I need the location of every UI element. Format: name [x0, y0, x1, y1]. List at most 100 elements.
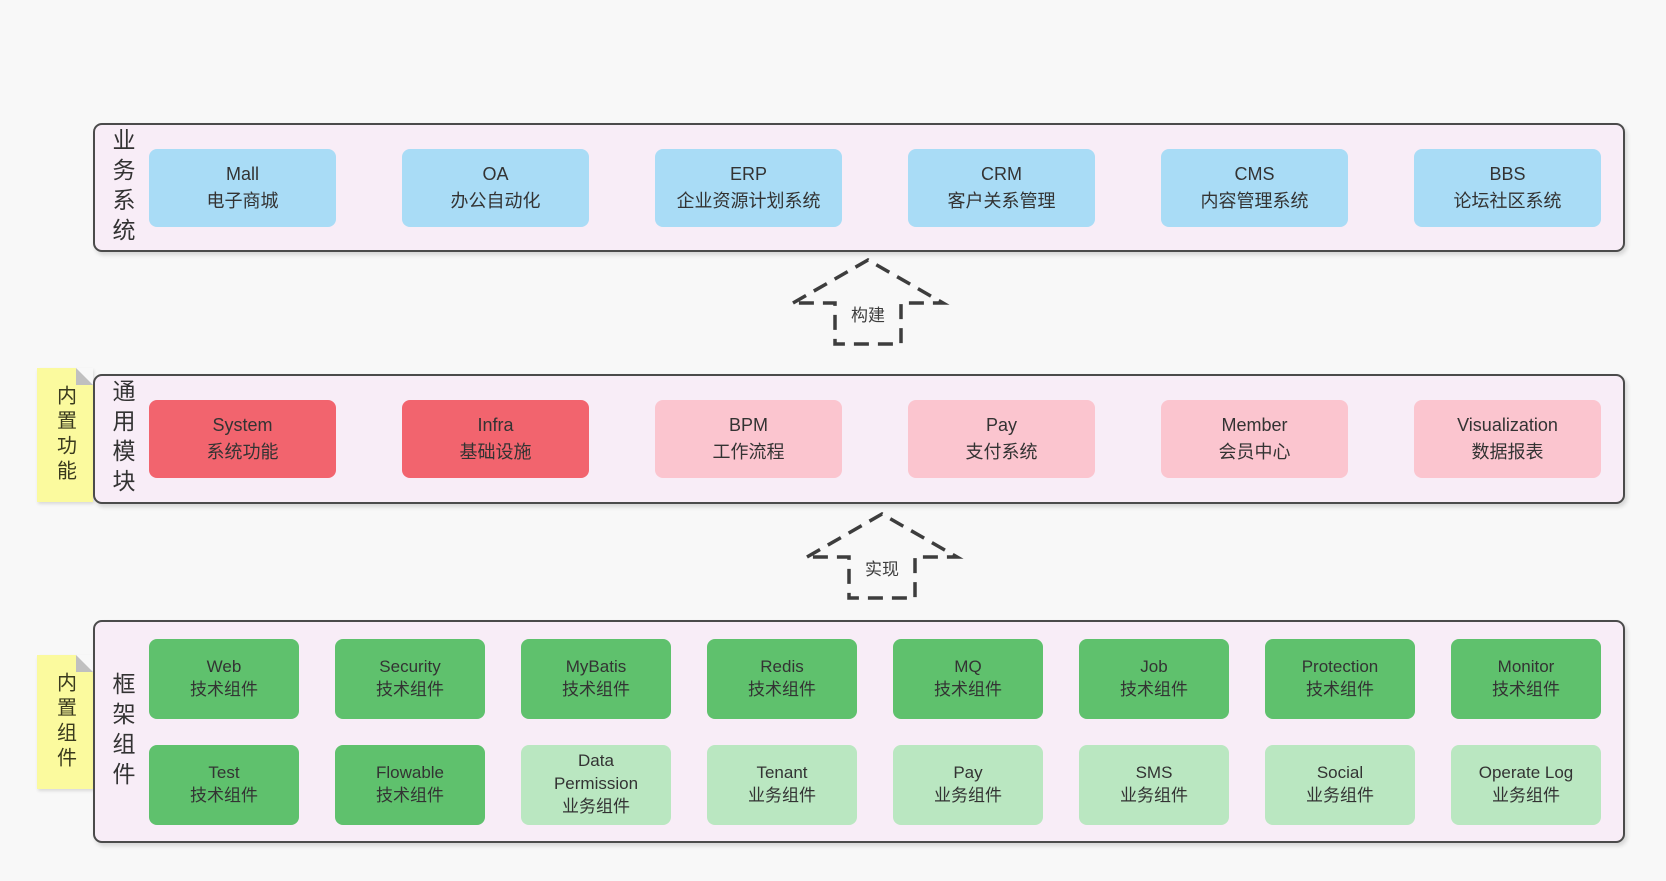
box-name: Flowable	[375, 762, 445, 782]
box-name: Tenant	[756, 762, 808, 782]
box-flowable: Flowable 技术组件	[335, 744, 485, 825]
box-name: ERP	[729, 163, 767, 184]
box-web: Web 技术组件	[149, 638, 299, 719]
box-test: Test 技术组件	[149, 744, 299, 825]
box-name: Test	[208, 762, 240, 782]
box-name: CMS	[1234, 163, 1275, 184]
sticky-note-builtin-components: 内置组件	[37, 655, 93, 789]
box-subtitle: 会员中心	[1218, 442, 1291, 462]
up-arrow-icon	[800, 511, 964, 600]
components-rows: Web 技术组件 Security 技术组件 MyBatis 技术组件 Redi…	[149, 622, 1623, 841]
box-monitor: Monitor 技术组件	[1451, 638, 1601, 719]
box-subtitle: 技术组件	[376, 785, 444, 805]
box-name: MyBatis	[565, 656, 627, 676]
box-system: System 系统功能	[149, 400, 336, 478]
box-subtitle: 业务组件	[1492, 785, 1560, 805]
box-visualization: Visualization 数据报表	[1414, 400, 1601, 478]
box-pay-component: Pay 业务组件	[893, 744, 1043, 825]
box-subtitle: 技术组件	[934, 679, 1002, 699]
box-name: Protection	[1301, 656, 1379, 676]
layer-business-systems: 业务系统 Mall 电子商城 OA 办公自动化 ERP 企业资源计划系统 CRM…	[93, 123, 1625, 252]
box-mall: Mall 电子商城	[149, 148, 336, 227]
box-subtitle: 技术组件	[748, 679, 816, 699]
box-data-permission: Data Permission 业务组件	[521, 744, 671, 825]
box-subtitle: 业务组件	[562, 796, 630, 816]
box-name: CRM	[981, 163, 1022, 184]
box-name: Mall	[225, 163, 259, 184]
box-name: OA	[482, 163, 509, 184]
modules-boxes-row: System 系统功能 Infra 基础设施 BPM 工作流程 Pay 支付系统…	[149, 376, 1623, 502]
box-subtitle: 企业资源计划系统	[676, 190, 821, 211]
box-job: Job 技术组件	[1079, 638, 1229, 719]
box-name: Security	[379, 656, 441, 676]
box-subtitle: 支付系统	[965, 442, 1038, 462]
box-redis: Redis 技术组件	[707, 638, 857, 719]
box-subtitle: 技术组件	[562, 679, 630, 699]
box-oa: OA 办公自动化	[402, 148, 589, 227]
box-cms: CMS 内容管理系统	[1161, 148, 1348, 227]
box-name: Web	[206, 656, 242, 676]
box-mybatis: MyBatis 技术组件	[521, 638, 671, 719]
box-bpm: BPM 工作流程	[655, 400, 842, 478]
box-subtitle: 基础设施	[459, 442, 532, 462]
components-row-2: Test 技术组件 Flowable 技术组件 Data Permission …	[149, 744, 1601, 825]
box-security: Security 技术组件	[335, 638, 485, 719]
box-name: SMS	[1135, 762, 1173, 782]
build-arrow: 构建	[783, 256, 953, 348]
box-subtitle: 内容管理系统	[1200, 190, 1309, 211]
box-name: Monitor	[1497, 656, 1555, 676]
layer-label-text: 框架组件	[109, 671, 135, 792]
box-subtitle: 技术组件	[1306, 679, 1374, 699]
box-subtitle: 业务组件	[1120, 785, 1188, 805]
box-name: Operate Log	[1478, 762, 1574, 782]
box-subtitle: 业务组件	[748, 785, 816, 805]
box-subtitle: 系统功能	[206, 442, 279, 462]
layer-framework-components: 框架组件 Web 技术组件 Security 技术组件 MyBatis 技术组件…	[93, 620, 1625, 843]
implement-arrow-label: 实现	[860, 554, 904, 581]
layer-business-label: 业务系统	[95, 125, 149, 250]
box-erp: ERP 企业资源计划系统	[655, 148, 842, 227]
box-subtitle: 技术组件	[190, 679, 258, 699]
box-mq: MQ 技术组件	[893, 638, 1043, 719]
box-crm: CRM 客户关系管理	[908, 148, 1095, 227]
box-subtitle: 办公自动化	[450, 190, 541, 211]
box-name: System	[212, 415, 273, 435]
sticky-note-text: 内置组件	[53, 672, 76, 772]
layer-common-modules: 通用模块 System 系统功能 Infra 基础设施 BPM 工作流程 Pay…	[93, 374, 1625, 504]
box-protection: Protection 技术组件	[1265, 638, 1415, 719]
box-name: Member	[1221, 415, 1288, 435]
box-name: Infra	[477, 415, 514, 435]
box-subtitle: 技术组件	[1492, 679, 1560, 699]
box-name: BPM	[728, 415, 768, 435]
box-name: Pay	[953, 762, 983, 782]
sticky-note-builtin-features: 内置功能	[37, 368, 93, 502]
box-infra: Infra 基础设施	[402, 400, 589, 478]
layer-label-text: 通用模块	[109, 379, 135, 499]
box-subtitle: 业务组件	[1306, 785, 1374, 805]
layer-label-text: 业务系统	[109, 127, 135, 248]
box-name: Job	[1140, 656, 1168, 676]
box-name: Social	[1316, 762, 1364, 782]
box-operate-log: Operate Log 业务组件	[1451, 744, 1601, 825]
sticky-note-text: 内置功能	[53, 385, 76, 485]
up-arrow-icon	[786, 257, 950, 346]
build-arrow-label: 构建	[846, 300, 890, 327]
box-name: Redis	[760, 656, 804, 676]
box-subtitle: 技术组件	[190, 785, 258, 805]
box-subtitle: 客户关系管理	[947, 190, 1056, 211]
implement-arrow: 实现	[797, 510, 967, 602]
box-subtitle: 数据报表	[1471, 442, 1544, 462]
layer-components-label: 框架组件	[95, 622, 149, 841]
box-bbs: BBS 论坛社区系统	[1414, 148, 1601, 227]
box-subtitle: 技术组件	[1120, 679, 1188, 699]
box-subtitle: 技术组件	[376, 679, 444, 699]
box-subtitle: 工作流程	[712, 442, 785, 462]
box-name: Visualization	[1457, 415, 1558, 435]
box-name: MQ	[954, 656, 982, 676]
box-member: Member 会员中心	[1161, 400, 1348, 478]
box-subtitle: 电子商城	[206, 190, 279, 211]
box-name: Data Permission	[553, 751, 639, 794]
box-name: Pay	[985, 415, 1018, 435]
box-sms: SMS 业务组件	[1079, 744, 1229, 825]
box-subtitle: 论坛社区系统	[1453, 190, 1562, 211]
